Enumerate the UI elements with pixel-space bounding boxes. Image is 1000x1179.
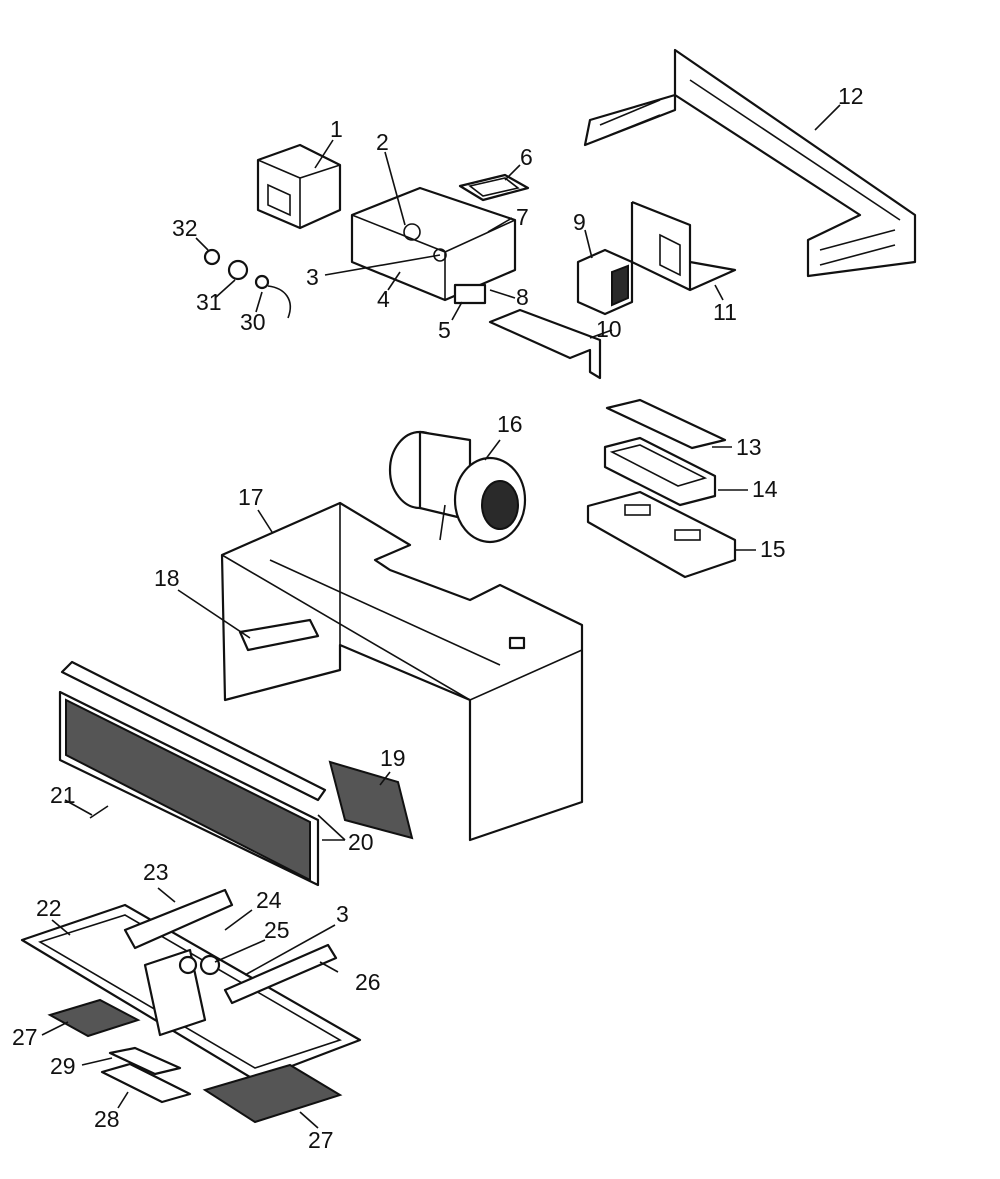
part-28-lens-holder xyxy=(100,1062,192,1104)
part-26-rail xyxy=(223,943,338,1005)
part-25-socket xyxy=(178,954,221,976)
callout-22: 22 xyxy=(36,895,62,921)
callout-29: 29 xyxy=(50,1053,76,1079)
callout-20: 20 xyxy=(348,829,374,855)
callout-25: 25 xyxy=(264,917,290,943)
part-16-blower xyxy=(388,430,527,544)
callout-17: 17 xyxy=(238,484,264,510)
part-14-filter-tray xyxy=(603,436,717,507)
callout-1: 1 xyxy=(330,116,343,142)
callout-23: 23 xyxy=(143,859,169,885)
callout-27-left: 27 xyxy=(12,1024,38,1050)
part-4-electrical-box xyxy=(350,186,517,305)
callout-7: 7 xyxy=(516,204,529,230)
part-6-plate xyxy=(458,173,530,202)
callout-18: 18 xyxy=(154,565,180,591)
callout-14: 14 xyxy=(752,476,778,502)
callout-19: 19 xyxy=(380,745,406,771)
part-27-mesh-filter xyxy=(47,998,343,1124)
part-12-wall-mount-bracket xyxy=(583,48,917,278)
part-21-screw xyxy=(89,805,109,819)
part-15-damper-plate xyxy=(586,490,737,579)
part-13-filter xyxy=(605,398,727,450)
callout-5: 5 xyxy=(438,317,451,343)
part-10-bracket xyxy=(488,308,602,380)
callout-30: 30 xyxy=(240,309,266,335)
callout-31: 31 xyxy=(196,289,222,315)
callout-11: 11 xyxy=(713,299,737,325)
callout-27-right: 27 xyxy=(308,1127,334,1153)
callout-26: 26 xyxy=(355,969,381,995)
callout-16: 16 xyxy=(497,411,523,437)
callout-10: 10 xyxy=(596,316,622,342)
callout-24: 24 xyxy=(256,887,282,913)
callout-13: 13 xyxy=(736,434,762,460)
part-20-front-trim xyxy=(58,660,327,887)
callout-15: 15 xyxy=(760,536,786,562)
callout-32: 32 xyxy=(172,215,198,241)
callout-6: 6 xyxy=(520,144,533,170)
callout-3-lower: 3 xyxy=(336,901,349,927)
callout-12: 12 xyxy=(838,83,864,109)
callout-3: 3 xyxy=(306,264,319,290)
part-17-hood-housing xyxy=(220,501,584,842)
part-1-control-box xyxy=(256,143,342,230)
part-9-transformer xyxy=(576,248,634,316)
part-23-rail xyxy=(123,888,234,950)
callout-28: 28 xyxy=(94,1106,120,1132)
leader-lines xyxy=(41,104,841,1129)
part-19-grille xyxy=(328,760,414,840)
part-29-lens xyxy=(108,1046,182,1076)
callout-21: 21 xyxy=(50,782,76,808)
callout-9: 9 xyxy=(573,209,586,235)
part-30-wire xyxy=(254,274,292,319)
part-11-mounting-panel xyxy=(630,200,737,292)
part-31-bushing xyxy=(227,259,249,281)
callout-4: 4 xyxy=(377,286,390,312)
part-18-terminal-strip xyxy=(238,618,320,652)
callout-8: 8 xyxy=(516,284,529,310)
part-32-nut xyxy=(203,248,221,266)
callout-2: 2 xyxy=(376,129,389,155)
